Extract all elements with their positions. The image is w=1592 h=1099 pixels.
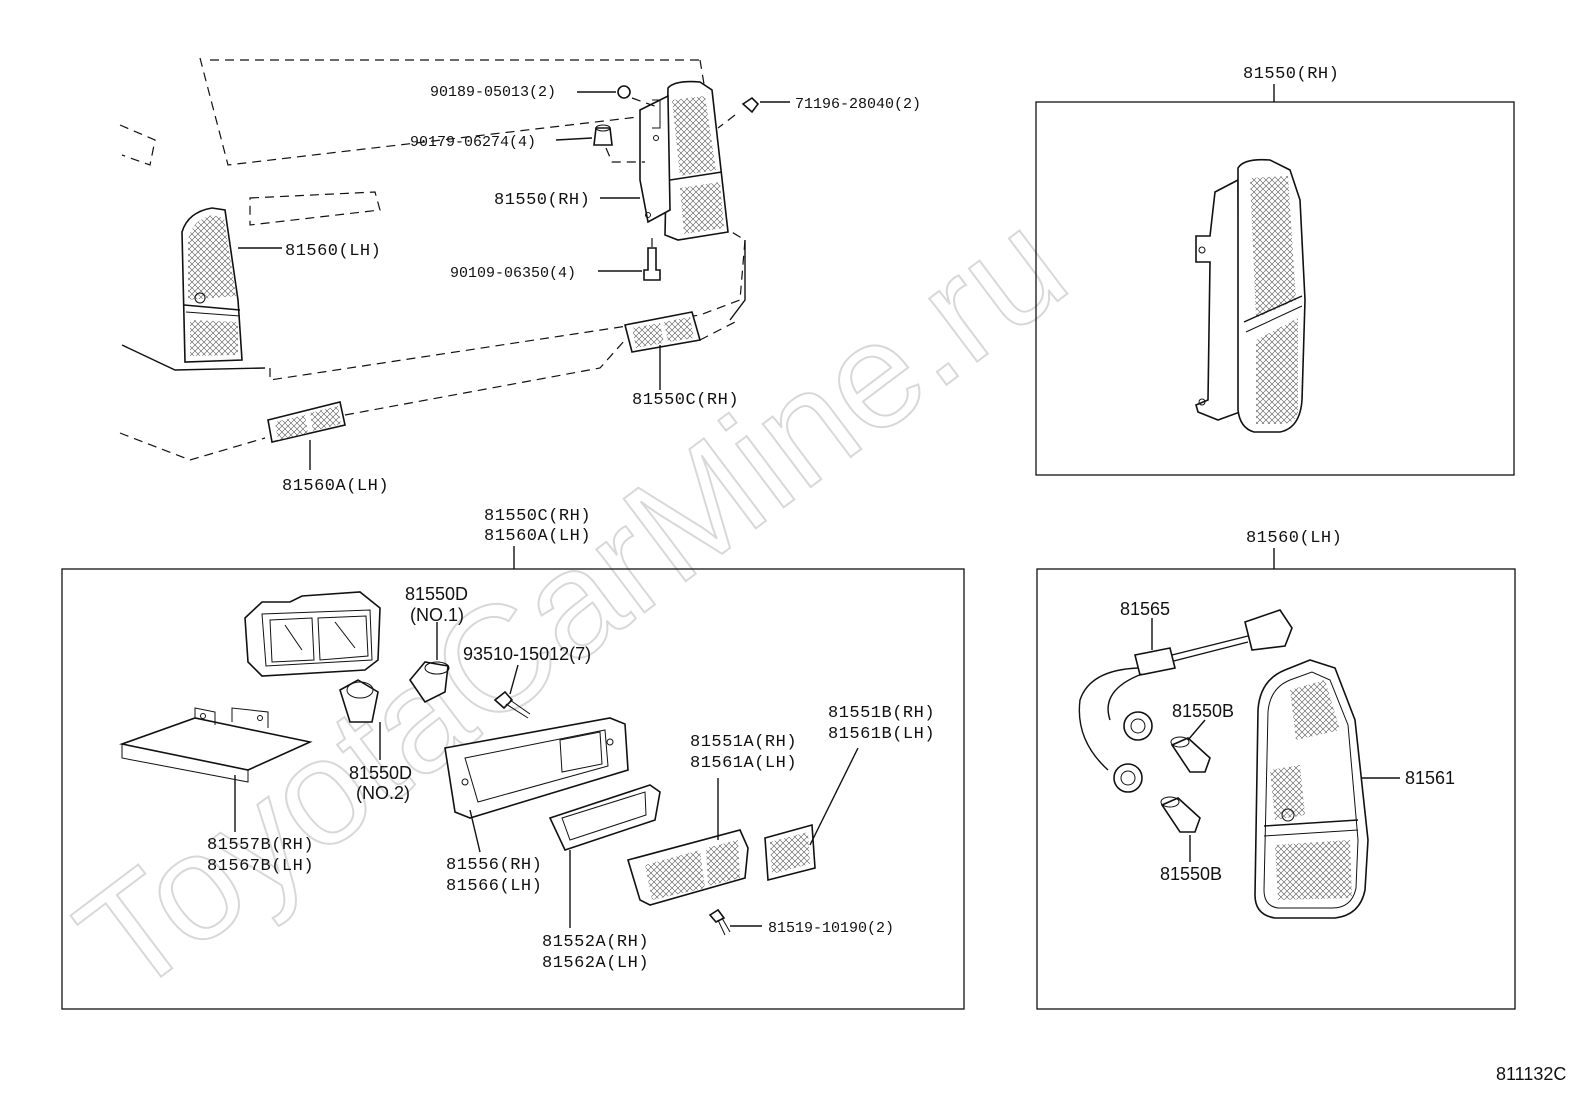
gasket-81556 (444, 717, 629, 819)
label-81550d-no1: 81550D (405, 584, 468, 604)
label-81551a-rh: 81551A(RH) (690, 733, 797, 752)
bulb-81550d-no2 (339, 679, 379, 723)
lens-81551a (626, 829, 749, 906)
label-81561b-lh: 81561B(LH) (828, 725, 935, 744)
side-lamp-housing (244, 591, 381, 677)
label-81552a-rh: 81552A(RH) (542, 933, 649, 952)
callout-90109: 90109-06350(4) (450, 265, 576, 282)
label-no2: (NO.2) (356, 783, 410, 803)
label-93510: 93510-15012(7) (463, 644, 591, 664)
label-81550b-bottom: 81550B (1160, 864, 1222, 884)
lens-81551b (764, 823, 816, 882)
side-marker-lh-installed (267, 401, 346, 443)
label-81562a-lh: 81562A(LH) (542, 954, 649, 973)
bracket-plate (119, 707, 313, 783)
panel-rh-title: 81550(RH) (1243, 65, 1339, 84)
panel-lh-frame (1036, 568, 1516, 1010)
label-no1: (NO.1) (410, 605, 464, 625)
callout-81560-lh: 81560(LH) (285, 242, 381, 261)
figure-code: 811132C (1496, 1064, 1566, 1084)
grommet-90179 (593, 124, 645, 163)
rh-tail-lamp-installed (639, 80, 729, 241)
screw-81519 (708, 908, 731, 936)
panel-side-frame (61, 568, 965, 1010)
label-81556-rh: 81556(RH) (446, 856, 542, 875)
callout-81560a-lh: 81560A(LH) (282, 477, 389, 496)
side-marker-rh-installed (624, 311, 702, 353)
label-81561a-lh: 81561A(LH) (690, 754, 797, 773)
label-81567b-lh: 81567B(LH) (207, 857, 314, 876)
panel-side-title-1: 81550C(RH) (484, 507, 591, 526)
label-81561: 81561 (1405, 768, 1455, 788)
label-81557b-rh: 81557B(RH) (207, 836, 314, 855)
nut-90189 (617, 85, 661, 109)
panel-lh-tail-lamp: 81560(LH) (1036, 529, 1516, 1010)
label-81550b-top: 81550B (1172, 701, 1234, 721)
bulb-81550d-no1 (408, 661, 450, 704)
callout-90189: 90189-05013(2) (430, 84, 556, 101)
bulb-81550b-bottom (1160, 796, 1201, 833)
seal-81552a (548, 784, 661, 851)
label-81550d-no2: 81550D (349, 763, 412, 783)
callout-71196: 71196-28040(2) (795, 96, 921, 113)
clip-71196 (717, 96, 760, 129)
vehicle-rear-assembly: 90189-05013(2) 90179-06274(4) 81550(RH) … (119, 57, 921, 496)
panel-rh-tail-lamp: 81550(RH) (1035, 65, 1515, 476)
screw-90109 (643, 238, 661, 281)
callout-81550-rh: 81550(RH) (494, 191, 590, 210)
lens-81561 (1254, 659, 1369, 919)
label-81519: 81519-10190(2) (768, 920, 894, 937)
panel-side-title-2: 81560A(LH) (484, 527, 591, 546)
callout-90179: 90179-06274(4) (410, 134, 536, 151)
label-81565: 81565 (1120, 599, 1170, 619)
lh-tail-lamp-installed (181, 207, 243, 363)
callout-81550c-rh: 81550C(RH) (632, 391, 739, 410)
socket-harness-81565 (1078, 609, 1293, 793)
screw-93510 (493, 690, 531, 719)
panel-side-lamp: 81550C(RH) 81560A(LH) (61, 507, 965, 1010)
label-81566-lh: 81566(LH) (446, 877, 542, 896)
panel-lh-title: 81560(LH) (1246, 529, 1342, 548)
bulb-81550b-top (1170, 736, 1211, 773)
rh-tail-lamp-detail (1195, 158, 1306, 433)
label-81551b-rh: 81551B(RH) (828, 704, 935, 723)
panel-rh-frame (1035, 101, 1515, 476)
